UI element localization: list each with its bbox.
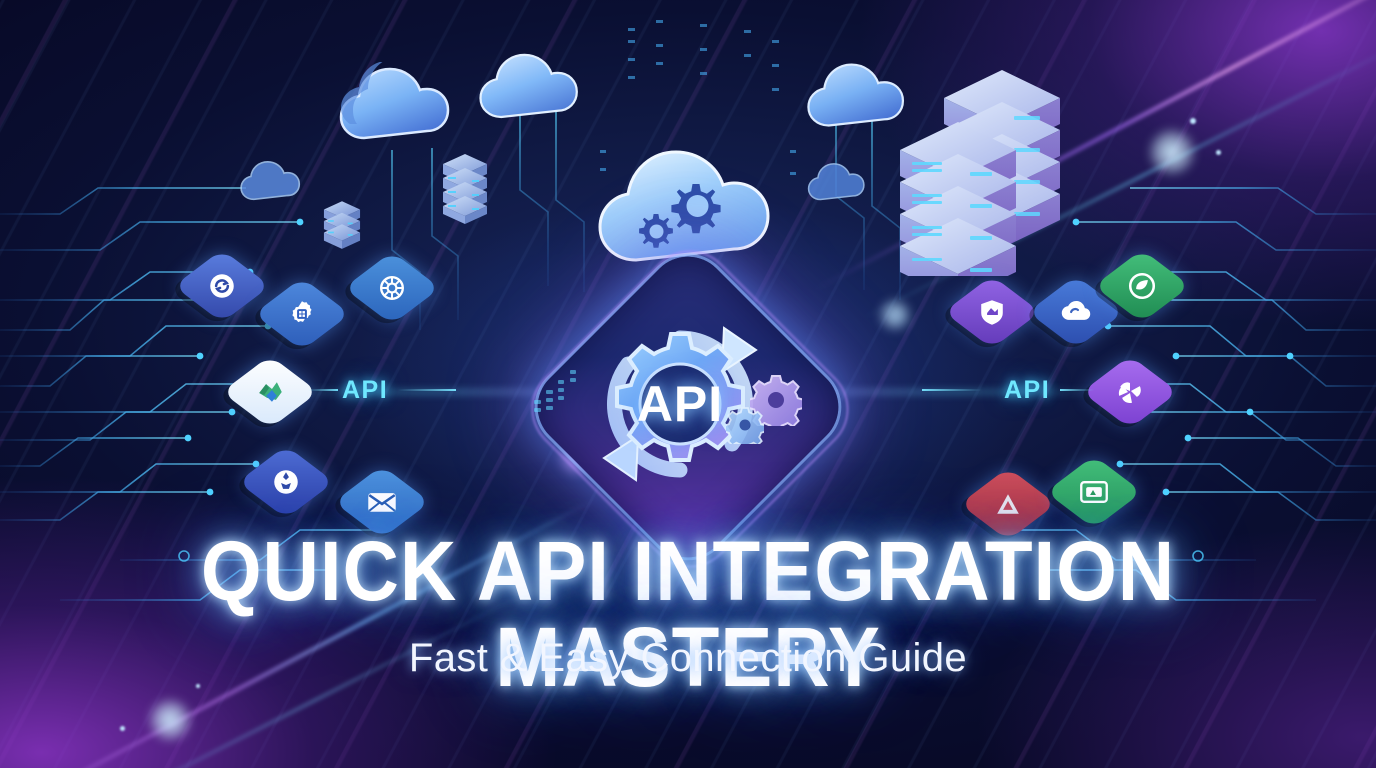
page-subtitle: Fast & Easy Connection Guide: [408, 636, 968, 680]
card-icon: [1079, 480, 1108, 504]
pinwheel-icon: [1115, 377, 1144, 406]
shield-icon: [978, 298, 1005, 325]
cloud-icon: [1060, 298, 1091, 325]
small-gear-icon: [750, 375, 802, 426]
api-left-line-out: [398, 389, 456, 391]
gear-chip-icon: [287, 299, 316, 328]
spark-dot-4: [196, 684, 200, 688]
server-rack-right: [898, 64, 1070, 300]
tile-card-green[interactable]: [1045, 455, 1143, 529]
tile-leaf-green[interactable]: [1093, 249, 1191, 323]
cloud-center-gears: [592, 148, 782, 270]
tile-cloud-blue[interactable]: [1027, 275, 1125, 349]
api-label-right: API: [1004, 376, 1051, 404]
spark-dot-2: [1216, 150, 1221, 155]
page-title: QUICK API INTEGRATION MASTERY: [200, 524, 1176, 704]
tiny-gear-icon: [726, 407, 764, 444]
chip-dots-decoration: [534, 370, 576, 412]
map-leaf-icon: [255, 379, 284, 404]
tile-triangle-red[interactable]: [959, 467, 1057, 541]
globe-pin-icon: [271, 467, 300, 496]
spark-top-right: [1150, 130, 1194, 174]
central-api-badge: API: [488, 232, 888, 586]
tile-map-leaf[interactable]: [221, 355, 319, 429]
api-badge-text: API: [636, 376, 724, 432]
tile-gear-chip[interactable]: [253, 277, 351, 351]
spark-center-right: [880, 300, 910, 330]
server-rack-center: [440, 150, 490, 233]
tile-mail[interactable]: [333, 465, 431, 539]
tile-shield-purple[interactable]: [943, 275, 1041, 349]
cloud-small-right: [806, 160, 868, 208]
cloud-sync-icon: [207, 271, 236, 300]
cloud-small-left: [238, 158, 304, 208]
mail-icon: [366, 489, 397, 514]
tile-globe-pin[interactable]: [237, 445, 335, 519]
api-label-left: API: [342, 376, 389, 404]
cloud-right: [804, 58, 910, 140]
spark-dot-1: [1190, 118, 1196, 124]
tile-cloud-sync[interactable]: [173, 249, 271, 323]
tile-network-globe[interactable]: [343, 251, 441, 325]
cloud-mid-left: [476, 48, 584, 132]
server-rack-left: [320, 198, 364, 267]
api-right-line-out: [1060, 389, 1094, 391]
tile-pinwheel-purple[interactable]: [1081, 355, 1179, 429]
spark-bottom-left: [150, 700, 190, 740]
leaf-icon: [1127, 271, 1156, 300]
api-left-line-in: [308, 389, 338, 391]
spark-dot-3: [120, 726, 125, 731]
network-globe-icon: [377, 273, 406, 302]
api-right-line-in: [922, 389, 982, 391]
cloud-left: [336, 62, 456, 154]
triangle-icon: [994, 491, 1021, 516]
